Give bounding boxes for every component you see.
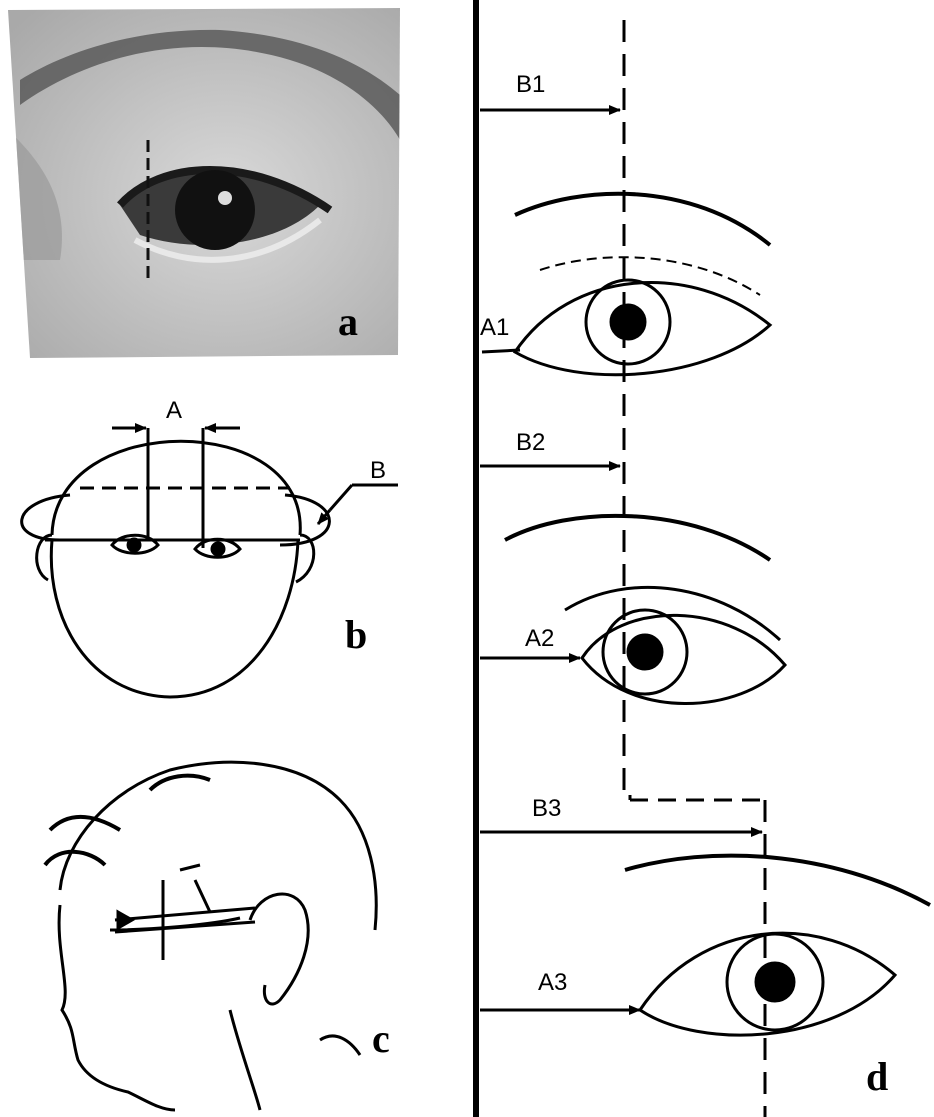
pupil-left: [128, 539, 140, 551]
ear: [250, 894, 308, 1004]
brow-2: [505, 516, 770, 560]
label-A2: A2: [525, 625, 554, 652]
photo-highlight: [218, 191, 232, 205]
canthus-ear-line-2: [115, 922, 255, 932]
neck: [230, 1010, 360, 1110]
label-B: B: [370, 457, 386, 484]
label-B3: B3: [532, 795, 561, 822]
label-B1: B1: [516, 71, 545, 98]
panel-d-letter: d: [866, 1054, 888, 1099]
head-chin: [51, 540, 298, 697]
eye-outline-2: [582, 615, 785, 703]
brow-3: [625, 856, 930, 905]
lid-crease-2: [565, 587, 780, 640]
panel-b-diagram: [22, 428, 398, 697]
label-A1: A1: [480, 314, 509, 341]
brow-1: [515, 194, 770, 245]
ear-left: [37, 535, 52, 580]
lid-crease-1: [540, 257, 760, 295]
eye-mark: [118, 912, 132, 928]
panel-c-letter: c: [372, 1016, 390, 1061]
cheek-marks: [180, 865, 210, 912]
photo-iris: [175, 170, 255, 250]
label-A: A: [166, 397, 182, 424]
panel-d-diagram: [476, 0, 930, 1117]
panel-a-photo: a: [0, 0, 410, 360]
panel-a-letter: a: [338, 299, 358, 344]
panel-b-letter: b: [345, 612, 367, 657]
head-back: [60, 762, 376, 930]
label-A3: A3: [538, 969, 567, 996]
leader-B: [330, 485, 352, 510]
face-profile: [59, 905, 175, 1110]
label-B2: B2: [516, 429, 545, 456]
pupil-1: [610, 304, 646, 340]
pupil-right: [212, 543, 224, 555]
pupil-2: [627, 634, 663, 670]
tape-left-loop: [22, 495, 70, 540]
pupil-3: [755, 962, 795, 1002]
panel-c-diagram: [45, 762, 376, 1110]
